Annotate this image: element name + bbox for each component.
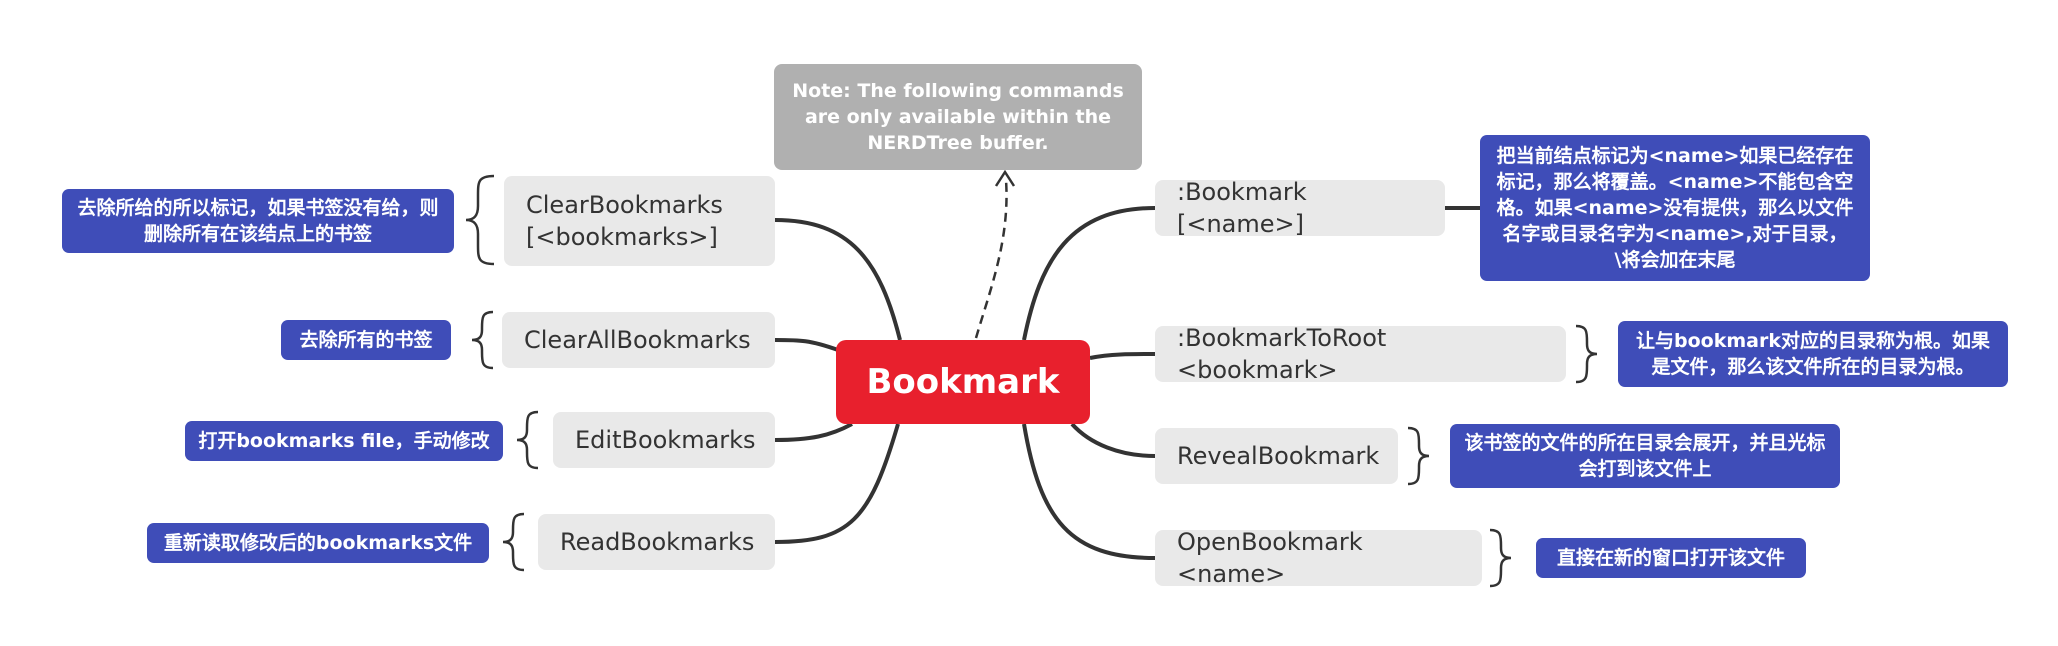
desc-editbookmarks-text: 打开bookmarks file，手动修改 xyxy=(198,430,490,452)
branch-line-openbookmark xyxy=(1022,423,1156,560)
branch-line-bookmarktoroot xyxy=(1089,352,1156,360)
brace-bookmarktoroot xyxy=(1575,324,1598,384)
note-arrow xyxy=(974,179,1008,339)
branch-line-editbookmarks xyxy=(774,422,853,442)
desc-clearallbookmarks-text: 去除所有的书签 xyxy=(299,329,433,351)
desc-clearbookmarks-text: 去除所给的所以标记，如果书签没有给，则删除所有在该结点上的书签 xyxy=(77,197,439,245)
branch-line-revealbookmark xyxy=(1070,422,1156,458)
topic-bookmarktoroot-label: :BookmarkToRoot <bookmark> xyxy=(1177,324,1387,384)
desc-clearbookmarks[interactable]: 去除所给的所以标记，如果书签没有给，则删除所有在该结点上的书签 xyxy=(62,189,454,253)
brace-clearallbookmarks xyxy=(471,310,494,370)
topic-bookmark-label: :Bookmark [<name>] xyxy=(1177,178,1307,238)
central-topic-label: Bookmark xyxy=(866,362,1060,402)
note-box[interactable]: Note: The following commands are only av… xyxy=(774,64,1142,170)
desc-readbookmarks-text: 重新读取修改后的bookmarks文件 xyxy=(163,532,473,554)
topic-clearallbookmarks-label: ClearAllBookmarks xyxy=(524,326,751,354)
desc-openbookmark-text: 直接在新的窗口打开该文件 xyxy=(1556,547,1785,569)
topic-revealbookmark-label: RevealBookmark xyxy=(1177,442,1380,470)
topic-readbookmarks-label: ReadBookmarks xyxy=(560,528,755,556)
topic-bookmarktoroot[interactable]: :BookmarkToRoot <bookmark> xyxy=(1155,324,1566,384)
brace-revealbookmark xyxy=(1407,426,1430,486)
topic-clearbookmarks-label: ClearBookmarks [<bookmarks>] xyxy=(526,191,723,251)
desc-bookmarktoroot[interactable]: 让与bookmark对应的目录称为根。如果是文件，那么该文件所在的目录为根。 xyxy=(1618,321,2008,387)
topic-readbookmarks[interactable]: ReadBookmarks xyxy=(538,514,775,570)
branch-line-bookmark xyxy=(1022,206,1156,341)
topic-clearbookmarks[interactable]: ClearBookmarks [<bookmarks>] xyxy=(504,176,775,266)
branch-line-clearallbookmarks xyxy=(774,338,839,352)
topic-openbookmark-label: OpenBookmark <name> xyxy=(1177,528,1363,588)
topic-clearallbookmarks[interactable]: ClearAllBookmarks xyxy=(502,312,775,368)
desc-revealbookmark-text: 该书签的文件的所在目录会展开，并且光标会打到该文件上 xyxy=(1464,432,1826,480)
central-topic[interactable]: Bookmark xyxy=(836,340,1090,424)
desc-bookmarktoroot-text: 让与bookmark对应的目录称为根。如果是文件，那么该文件所在的目录为根。 xyxy=(1636,330,1990,378)
topic-editbookmarks[interactable]: EditBookmarks xyxy=(553,412,775,468)
brace-editbookmarks xyxy=(516,410,539,470)
branch-line-clearbookmarks xyxy=(774,218,902,341)
desc-revealbookmark[interactable]: 该书签的文件的所在目录会展开，并且光标会打到该文件上 xyxy=(1450,424,1840,488)
topic-openbookmark[interactable]: OpenBookmark <name> xyxy=(1155,528,1482,588)
brace-readbookmarks xyxy=(502,512,525,572)
brace-clearbookmarks xyxy=(465,174,495,266)
desc-bookmark-text: 把当前结点标记为<name>如果已经存在标记，那么将覆盖。<name>不能包含空… xyxy=(1496,145,1854,271)
desc-bookmark[interactable]: 把当前结点标记为<name>如果已经存在标记，那么将覆盖。<name>不能包含空… xyxy=(1480,135,1870,281)
brace-openbookmark xyxy=(1489,528,1512,588)
topic-bookmark[interactable]: :Bookmark [<name>] xyxy=(1155,178,1445,238)
desc-editbookmarks[interactable]: 打开bookmarks file，手动修改 xyxy=(185,421,503,461)
desc-readbookmarks[interactable]: 重新读取修改后的bookmarks文件 xyxy=(147,523,489,563)
desc-openbookmark[interactable]: 直接在新的窗口打开该文件 xyxy=(1536,538,1806,578)
note-arrowhead xyxy=(994,169,1016,187)
topic-editbookmarks-label: EditBookmarks xyxy=(575,426,756,454)
branch-line-readbookmarks xyxy=(774,423,900,544)
topic-revealbookmark[interactable]: RevealBookmark xyxy=(1155,428,1398,484)
note-text: Note: The following commands are only av… xyxy=(792,80,1124,154)
desc-clearallbookmarks[interactable]: 去除所有的书签 xyxy=(281,320,451,360)
